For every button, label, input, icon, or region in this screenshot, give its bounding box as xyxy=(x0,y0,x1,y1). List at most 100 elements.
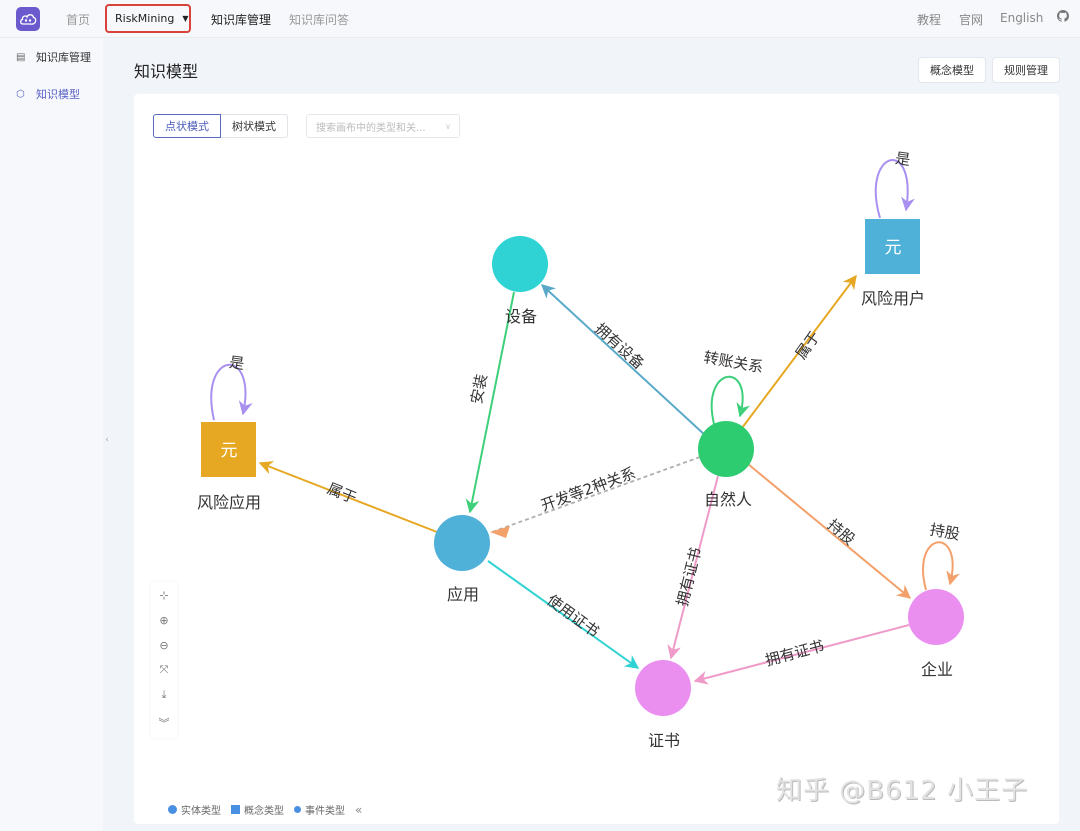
sidebar-item-label: 知识模型 xyxy=(36,88,80,101)
edge-riskuser-self[interactable] xyxy=(874,159,915,219)
concept-glyph-icon: 元 xyxy=(221,441,238,461)
graph-node-app[interactable]: 应用 xyxy=(434,515,490,604)
chevron-down-icon: ∨ xyxy=(445,121,451,131)
graph-node-risk-user[interactable]: 元 风险用户 xyxy=(861,219,925,308)
search-placeholder: 搜索画布中的类型和关... xyxy=(316,122,426,134)
arrowhead xyxy=(490,526,510,538)
svg-text:风险应用: 风险应用 xyxy=(197,493,261,512)
zoom-in-icon: ⊕ xyxy=(159,613,169,627)
caret-down-icon: ▼ xyxy=(182,14,189,23)
database-icon: ▤ xyxy=(16,51,26,63)
edge-label: 开发等2种关系 xyxy=(538,464,638,515)
svg-text:设备: 设备 xyxy=(505,307,537,326)
zoom-out-button[interactable]: ⊖ xyxy=(151,634,177,656)
download-icon: ⤓ xyxy=(161,688,167,701)
graph-node-person[interactable]: 自然人 xyxy=(698,421,754,509)
sidebar-item-kb-management[interactable]: ▤ 知识库管理 xyxy=(0,40,100,74)
zoom-out-icon: ⊖ xyxy=(159,638,169,652)
point-mode-button[interactable]: 点状模式 xyxy=(153,114,221,138)
edge-person-riskuser[interactable] xyxy=(741,274,857,429)
svg-text:证书: 证书 xyxy=(648,731,680,750)
entity-circle-icon xyxy=(168,805,177,814)
sidebar-collapse-handle[interactable]: ‹ xyxy=(105,435,109,445)
sidebar: ▤ 知识库管理 ⬡ 知识模型 xyxy=(0,38,103,831)
locate-icon: ⊹ xyxy=(159,588,169,602)
edge-person-device[interactable] xyxy=(540,284,707,437)
edge-person-self[interactable] xyxy=(710,375,751,425)
svg-text:企业: 企业 xyxy=(921,660,953,679)
edge-label: 安装 xyxy=(467,373,490,406)
graph-node-cert[interactable]: 证书 xyxy=(635,660,691,750)
concept-glyph-icon: 元 xyxy=(885,238,902,258)
edge-label: 属于 xyxy=(792,328,824,363)
sidebar-item-label: 知识库管理 xyxy=(36,51,91,64)
nav-home[interactable]: 首页 xyxy=(66,13,91,27)
legend-concept[interactable]: 概念类型 xyxy=(231,802,284,817)
page-title: 知识模型 xyxy=(134,62,199,81)
edge-label: 属于 xyxy=(325,479,360,507)
expand-more-button[interactable]: ︾ xyxy=(151,712,177,734)
rule-management-button[interactable]: 规则管理 xyxy=(992,57,1060,83)
fit-view-icon: ⤧ xyxy=(159,663,169,676)
github-link[interactable] xyxy=(1057,10,1069,25)
nav-tutorial[interactable]: 教程 xyxy=(917,13,942,27)
edge-label: 拥有证书 xyxy=(673,545,705,608)
edge-app-cert[interactable] xyxy=(487,560,640,669)
graph-node-company[interactable]: 企业 xyxy=(908,589,964,679)
download-button[interactable]: ⤓ xyxy=(151,684,177,706)
sidebar-item-knowledge-model[interactable]: ⬡ 知识模型 xyxy=(0,77,100,111)
edge-app-riskapp[interactable] xyxy=(258,461,438,533)
nav-kb-management[interactable]: 知识库管理 xyxy=(211,13,272,27)
tree-mode-button[interactable]: 树状模式 xyxy=(221,114,288,138)
edge-person-company[interactable] xyxy=(747,463,912,599)
fit-view-button[interactable]: ⤧ xyxy=(151,659,177,681)
edge-label: 持股 xyxy=(824,516,859,549)
graph-legend: 实体类型 概念类型 事件类型 « xyxy=(168,802,362,817)
concept-square-icon xyxy=(231,805,240,814)
svg-text:风险用户: 风险用户 xyxy=(861,289,925,308)
view-mode-toggle: 点状模式 树状模式 xyxy=(153,114,288,138)
edge-person-cert[interactable] xyxy=(667,475,719,660)
legend-event[interactable]: 事件类型 xyxy=(294,802,345,817)
nav-official-site[interactable]: 官网 xyxy=(959,13,984,27)
legend-entity[interactable]: 实体类型 xyxy=(168,802,221,817)
edge-company-self[interactable] xyxy=(922,541,960,591)
concept-model-button[interactable]: 概念模型 xyxy=(918,57,986,83)
edge-label: 转账关系 xyxy=(702,348,764,376)
edge-riskapp-self[interactable] xyxy=(210,363,253,421)
brain-cloud-icon xyxy=(20,14,37,25)
svg-text:自然人: 自然人 xyxy=(704,490,752,509)
github-icon xyxy=(1057,10,1069,22)
edge-label: 持股 xyxy=(929,521,962,544)
edge-label: 使用证书 xyxy=(543,591,602,641)
language-switch[interactable]: English xyxy=(1000,11,1044,25)
graph-canvas[interactable]: 点状模式 树状模式 搜索画布中的类型和关... ∨ xyxy=(134,94,1059,824)
edge-company-cert[interactable] xyxy=(693,624,910,685)
graph-node-device[interactable]: 设备 xyxy=(492,236,548,326)
top-nav-bar: 首页 RiskMining ▼ 知识库管理 知识库问答 教程 官网 Englis… xyxy=(0,0,1080,38)
edge-device-app[interactable] xyxy=(465,291,515,514)
watermark: 知乎 @B612 小王子 xyxy=(776,776,1028,806)
edge-label: 拥有设备 xyxy=(591,320,648,374)
edge-labels: 拥有设备 安装 转账关系 属于 是 是 属于 开发等2种关系 持股 持股 拥有证… xyxy=(228,149,961,670)
cube-icon: ⬡ xyxy=(16,88,25,100)
svg-text:应用: 应用 xyxy=(447,585,479,604)
app-logo[interactable] xyxy=(16,7,40,31)
nav-kb-qa[interactable]: 知识库问答 xyxy=(289,13,350,27)
graph-toolbar: ⊹ ⊕ ⊖ ⤧ ⤓ ︾ xyxy=(151,582,177,738)
canvas-search-select[interactable]: 搜索画布中的类型和关... ∨ xyxy=(306,114,460,138)
kb-selector-value: RiskMining xyxy=(115,12,175,25)
legend-collapse-button[interactable]: « xyxy=(355,802,363,817)
expand-more-icon: ︾ xyxy=(158,717,170,730)
graph-node-risk-app[interactable]: 元 风险应用 xyxy=(197,422,261,512)
edge-label: 是 xyxy=(894,149,911,169)
locate-button[interactable]: ⊹ xyxy=(151,584,177,606)
edge-label: 拥有证书 xyxy=(763,637,826,670)
graph-edges xyxy=(210,159,960,685)
knowledge-base-selector[interactable]: RiskMining ▼ xyxy=(105,4,191,33)
event-dot-icon xyxy=(294,806,301,813)
edge-label: 是 xyxy=(228,353,245,373)
zoom-in-button[interactable]: ⊕ xyxy=(151,609,177,631)
knowledge-graph[interactable]: 拥有设备 安装 转账关系 属于 是 是 属于 开发等2种关系 持股 持股 拥有证… xyxy=(134,94,1059,824)
edge-person-app-dashed[interactable] xyxy=(491,456,701,533)
